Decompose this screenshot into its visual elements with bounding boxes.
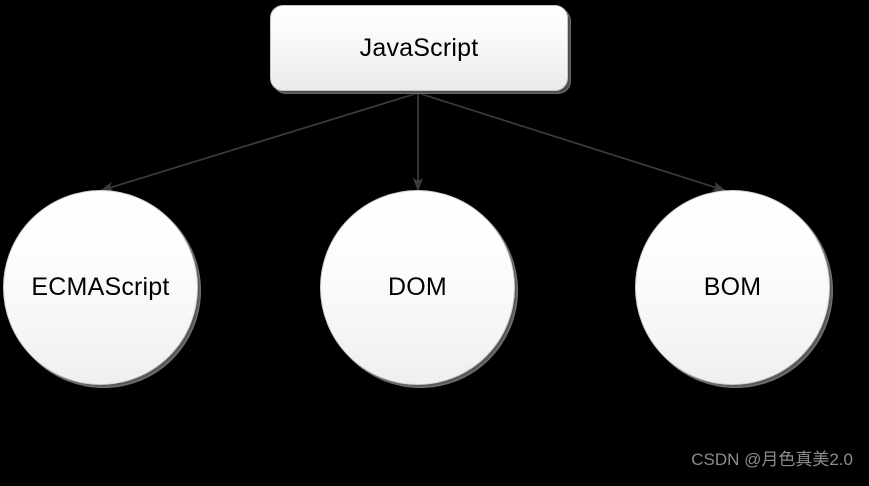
node-javascript-label: JavaScript xyxy=(359,33,479,62)
node-javascript[interactable]: JavaScript xyxy=(270,5,568,91)
watermark-text: CSDN @月色真美2.0 xyxy=(691,450,853,469)
edge-javascript-to-bom xyxy=(417,92,726,192)
node-ecmascript-label: ECMAScript xyxy=(31,273,170,301)
node-dom-label: DOM xyxy=(388,273,447,301)
node-ecmascript[interactable]: ECMAScript xyxy=(3,190,198,385)
node-bom[interactable]: BOM xyxy=(635,190,830,385)
node-bom-label: BOM xyxy=(703,273,762,301)
edge-javascript-to-ecmascript xyxy=(100,92,419,192)
node-dom[interactable]: DOM xyxy=(320,190,515,385)
